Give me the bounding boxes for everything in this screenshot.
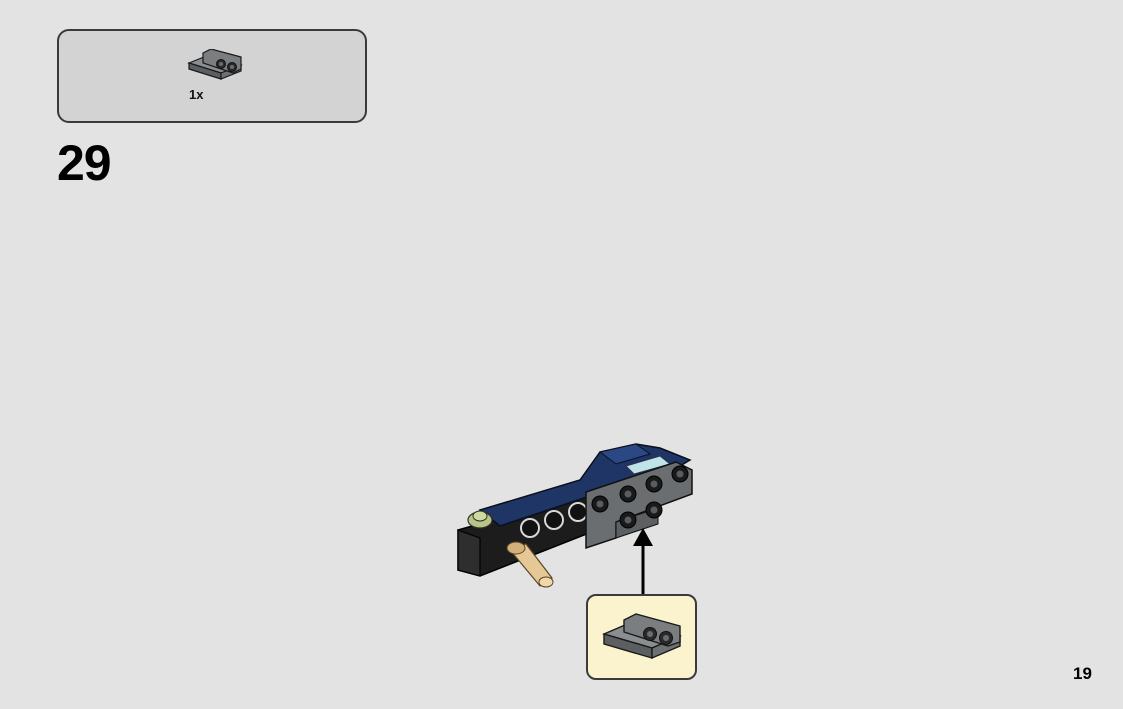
step-number: 29 — [57, 135, 112, 191]
gray-bracket-part-icon — [187, 49, 243, 80]
assembly-model-illustration — [457, 443, 693, 588]
parts-list-box: 1x — [57, 29, 367, 123]
page-number: 19 — [1073, 664, 1092, 683]
placement-arrow — [633, 528, 653, 596]
part-quantity: 1x — [189, 87, 204, 102]
gray-bracket-callout-icon — [602, 613, 682, 660]
part-callout-box — [586, 594, 697, 680]
